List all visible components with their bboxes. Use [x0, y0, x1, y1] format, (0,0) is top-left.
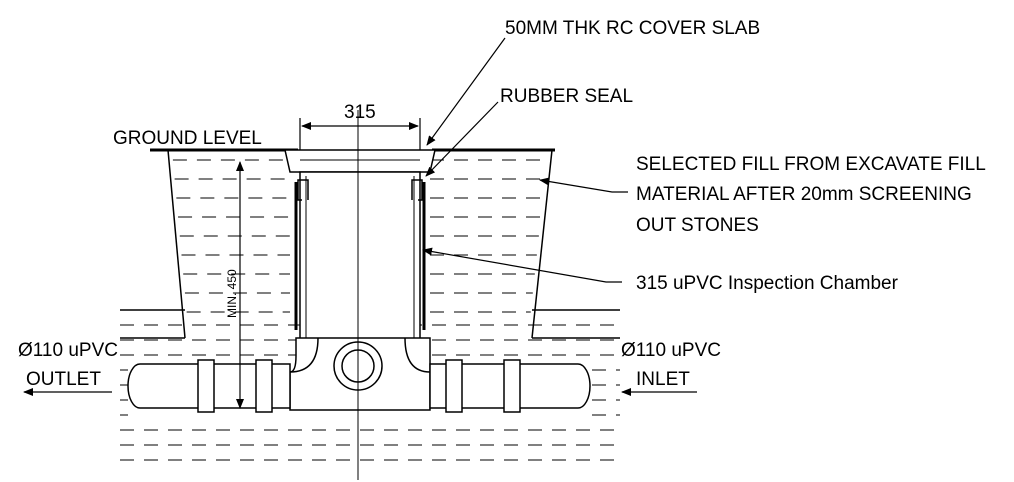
- depth-dimension-label: MIN. 450: [225, 269, 239, 318]
- inlet-pipe: [429, 359, 591, 413]
- fill-label-line2: MATERIAL AFTER 20mm SCREENING: [636, 184, 972, 205]
- rubber-seal-label: RUBBER SEAL: [500, 86, 633, 107]
- outlet-label: OUTLET: [26, 369, 101, 390]
- trench-fill-hatching: [172, 159, 547, 313]
- leader-lines: [422, 37, 628, 283]
- cover-slab-label: 50MM THK RC COVER SLAB: [505, 18, 760, 39]
- chamber-label: 315 uPVC Inspection Chamber: [636, 273, 899, 294]
- width-dimension: [299, 118, 421, 150]
- fill-label-line1: SELECTED FILL FROM EXCAVATE FILL: [636, 154, 986, 175]
- rc-cover-slab: [284, 149, 436, 173]
- width-dimension-label: 315: [344, 102, 376, 123]
- inspection-chamber-shaft: [299, 171, 421, 343]
- ground-level-label: GROUND LEVEL: [113, 128, 262, 149]
- outlet-pipe: [127, 359, 291, 413]
- inlet-pipe-label: Ø110 uPVC: [621, 340, 721, 361]
- inlet-label: INLET: [636, 369, 690, 390]
- outlet-pipe-label: Ø110 uPVC: [18, 340, 118, 361]
- rubber-seal: [294, 179, 426, 330]
- fill-label-line3: OUT STONES: [636, 215, 759, 236]
